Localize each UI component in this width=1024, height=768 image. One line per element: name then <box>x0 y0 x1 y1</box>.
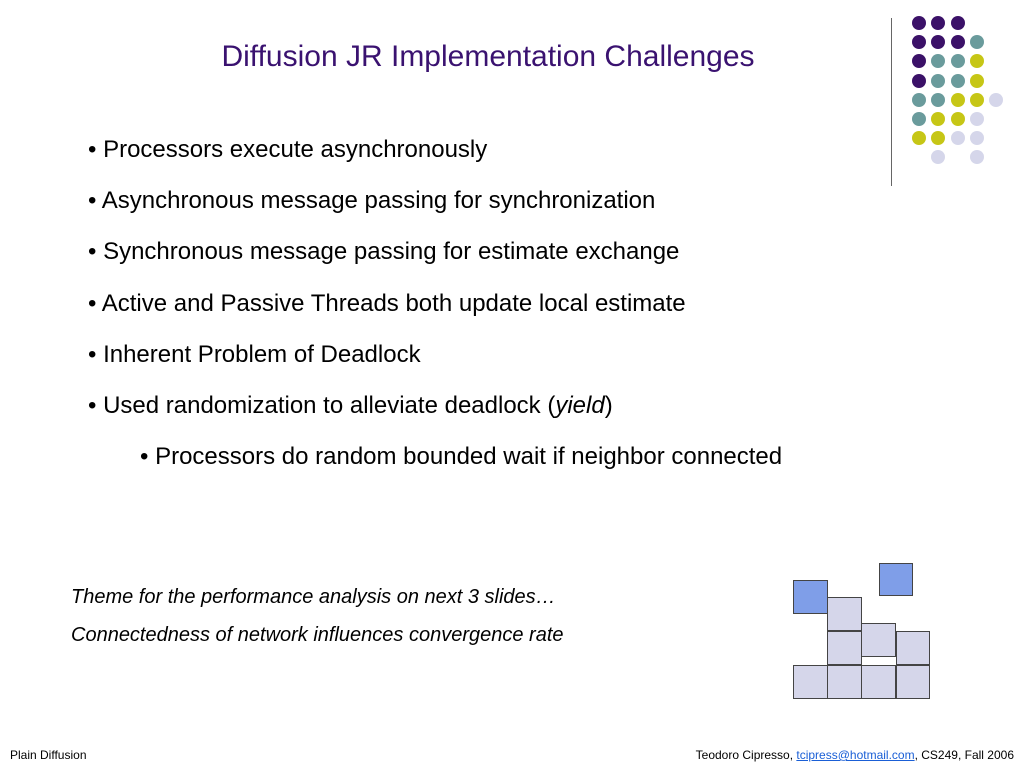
bullet-list: • Processors execute asynchronously • As… <box>88 124 782 482</box>
slide-title: Diffusion JR Implementation Challenges <box>221 40 755 73</box>
decorative-dot <box>969 73 984 88</box>
decorative-dot <box>931 112 946 126</box>
footer-course: , CS249, Fall 2006 <box>914 748 1014 762</box>
bullet-text-end: ) <box>604 392 613 420</box>
bullet-item: • Inherent Problem of Deadlock <box>88 340 421 368</box>
block <box>827 597 862 631</box>
decorative-dot <box>912 54 926 69</box>
decorative-dot <box>969 112 984 126</box>
decorative-dot <box>912 112 926 126</box>
block <box>827 665 862 699</box>
block <box>896 631 930 665</box>
block <box>896 665 930 699</box>
bullet-text: • Used randomization to alleviate deadlo… <box>88 392 556 420</box>
decorative-dot <box>931 92 946 107</box>
block <box>861 665 896 699</box>
bullet-item: • Used randomization to alleviate deadlo… <box>88 380 782 431</box>
footer-left: Plain Diffusion <box>10 748 87 762</box>
decorative-dot <box>969 35 984 50</box>
decorative-dot <box>950 54 965 69</box>
bullet-italic-word: yield <box>555 392 605 420</box>
decorative-divider <box>891 18 892 186</box>
decorative-dot <box>931 54 946 69</box>
connectedness-note: Connectedness of network influences conv… <box>71 624 564 646</box>
decorative-dot <box>969 54 984 69</box>
footer-right: Teodoro Cipresso, tcipress@hotmail.com, … <box>696 748 1014 762</box>
decorative-dot <box>912 73 926 88</box>
decorative-dot <box>950 35 965 50</box>
decorative-dot <box>969 92 984 107</box>
decorative-dot <box>931 150 946 165</box>
block-blue <box>879 563 913 596</box>
sub-bullet-item: • Processors do random bounded wait if n… <box>140 443 783 471</box>
decorative-dot <box>912 131 926 146</box>
decorative-dot <box>931 35 946 50</box>
decorative-dot <box>950 73 965 88</box>
decorative-dot <box>912 16 926 30</box>
decorative-dot <box>912 92 926 107</box>
theme-note: Theme for the performance analysis on ne… <box>71 586 556 608</box>
bullet-item: • Processors execute asynchronously <box>88 136 488 163</box>
decorative-dot <box>969 131 984 146</box>
block <box>861 623 896 657</box>
decorative-dot <box>969 150 984 165</box>
decorative-dot <box>931 73 946 88</box>
block <box>793 665 828 699</box>
footer-author: Teodoro Cipresso, <box>695 748 797 762</box>
bullet-item: • Synchronous message passing for estima… <box>88 238 680 266</box>
decorative-dot <box>931 16 946 30</box>
decorative-dot <box>950 131 965 146</box>
decorative-dot <box>950 92 965 107</box>
block-blue <box>793 580 828 614</box>
bullet-item: • Asynchronous message passing for synch… <box>88 187 656 215</box>
decorative-dot <box>912 35 926 50</box>
decorative-dot <box>931 131 946 146</box>
decorative-dot <box>950 112 965 126</box>
decorative-dot <box>989 92 1004 107</box>
block <box>827 631 862 665</box>
footer-email-link[interactable]: tcipress@hotmail.com <box>796 748 915 762</box>
bullet-item: • Active and Passive Threads both update… <box>88 289 686 317</box>
decorative-dot <box>950 16 965 30</box>
